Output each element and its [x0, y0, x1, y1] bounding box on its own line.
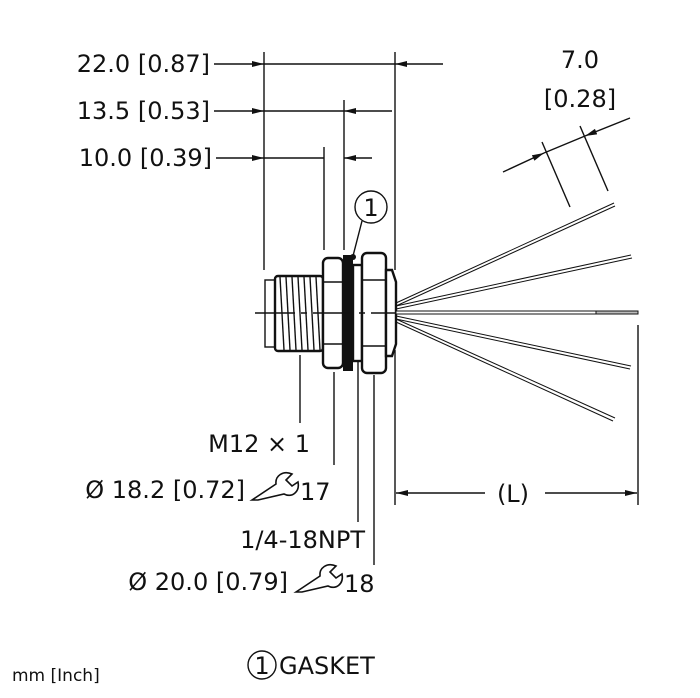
legend-item-number: 1	[254, 652, 269, 680]
callout-pipe-thread: 1/4-18NPT	[240, 526, 365, 554]
dim-short-length: 10.0 [0.39]	[79, 144, 212, 172]
units-note: mm [Inch]	[12, 666, 100, 686]
extension-lines	[263, 52, 639, 505]
balloon-number: 1	[363, 194, 378, 222]
callout-nut2-wrench: 18	[344, 570, 375, 598]
callout-nut1-diameter: Ø 18.2 [0.72]	[85, 476, 245, 504]
dim-wire-strip-in: [0.28]	[544, 85, 616, 113]
wire-1	[395, 202, 616, 307]
gasket-balloon	[350, 190, 388, 260]
wire-2	[395, 254, 633, 310]
wire-4	[395, 315, 632, 370]
legend-balloon	[247, 650, 277, 680]
legend-item-label: GASKET	[279, 652, 375, 680]
wire-5	[395, 318, 616, 422]
wire-3	[395, 310, 639, 315]
callout-thread: M12 × 1	[208, 430, 310, 458]
dim-cable-length: (L)	[497, 480, 529, 508]
wrench-icon	[249, 471, 300, 501]
leader-lines	[299, 355, 375, 565]
dim-mid-length: 13.5 [0.53]	[77, 97, 210, 125]
wire-strip-dimension	[502, 117, 631, 208]
dimension-arrows	[214, 61, 637, 496]
dim-overall-length: 22.0 [0.87]	[77, 50, 210, 78]
dim-wire-strip-mm: 7.0	[561, 46, 599, 74]
wires	[395, 202, 639, 422]
callout-nut1-wrench: 17	[300, 478, 331, 506]
callout-nut2-diameter: Ø 20.0 [0.79]	[128, 568, 288, 596]
wrench-icon	[293, 563, 344, 593]
